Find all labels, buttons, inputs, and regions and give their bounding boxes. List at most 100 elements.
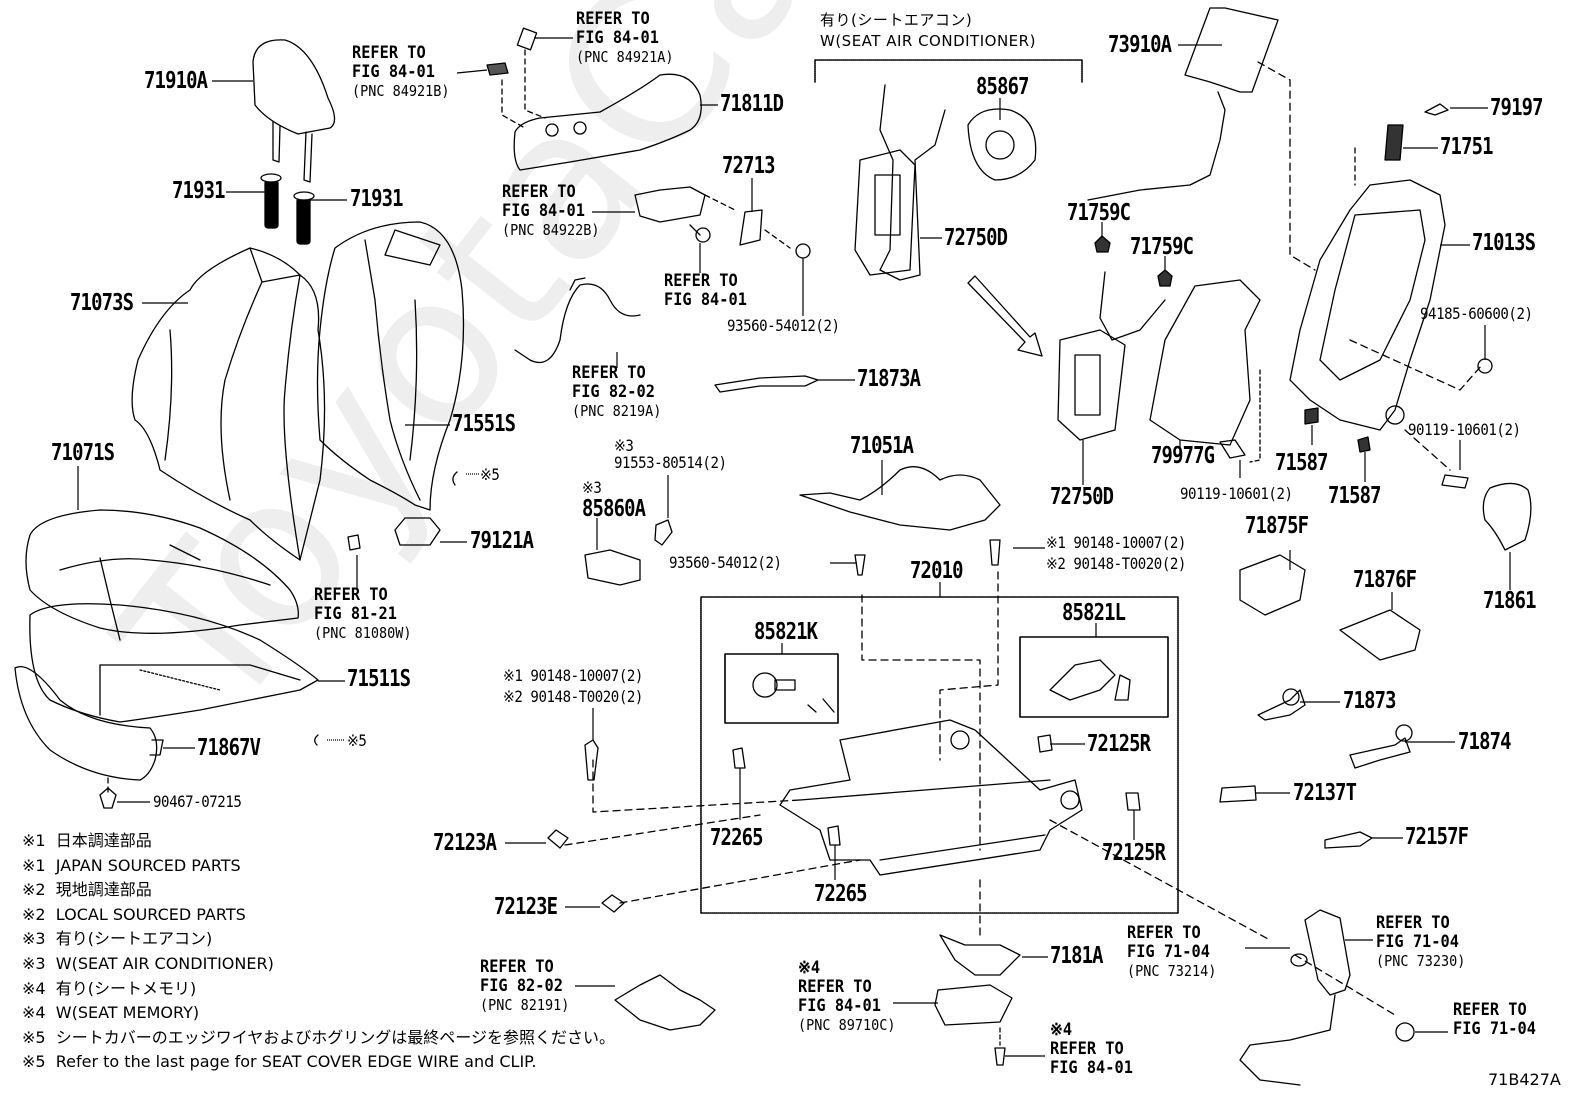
part-label-79197: 79197 <box>1490 95 1544 121</box>
wire-drawing <box>799 466 1001 531</box>
legend-mark: ※1 <box>22 831 46 850</box>
motor-l-drawing <box>1049 659 1131 701</box>
legend-text: W(SEAT MEMORY) <box>55 1003 200 1023</box>
refer-line: FIG 84-01 <box>502 201 585 221</box>
pad-drawing <box>394 517 441 546</box>
part-label-85821k: 85821K <box>754 619 818 645</box>
legend-text: シートカバーのエッジワイヤおよびホグリングは最終ページを参照ください。 <box>55 1027 615 1047</box>
part-label-93560-upper: 93560-54012(2) <box>727 316 840 335</box>
legend-row: ※5 シートカバーのエッジワイヤおよびホグリングは最終ページを参照ください。 <box>22 1026 615 1051</box>
refer-84-01-screw: REFER TO FIG 84-01 <box>664 272 747 310</box>
refer-line: FIG 71-04 <box>1453 1019 1536 1039</box>
refer-line: FIG 82-02 <box>480 976 563 996</box>
ac-unit-drawing <box>584 549 641 586</box>
legend-row: ※1 日本調達部品 <box>22 829 615 854</box>
cover-71876f-drawing <box>1339 609 1421 661</box>
refer-pnc: (PNC 81080W) <box>314 624 412 642</box>
refer-mark: ※4 <box>1050 1020 1073 1040</box>
refer-line: REFER TO <box>502 182 576 202</box>
part-label-72157f: 72157F <box>1405 824 1469 850</box>
mark-3-85860a: ※3 <box>582 478 602 497</box>
legend-text: W(SEAT AIR CONDITIONER) <box>55 953 274 973</box>
part-label-72137t: 72137T <box>1293 780 1357 806</box>
refer-line: REFER TO <box>480 957 554 977</box>
legend-mark: ※2 <box>22 904 46 924</box>
legend-mark: ※3 <box>22 929 46 949</box>
refer-84921b: REFER TO FIG 84-01 (PNC 84921B) <box>352 44 450 101</box>
harness-82191-drawing <box>614 974 716 1031</box>
refer-line: REFER TO <box>664 271 738 291</box>
shield-drawing <box>513 73 702 171</box>
part-label-94185: 94185-60600(2) <box>1420 304 1533 323</box>
refer-line: REFER TO <box>572 363 646 383</box>
part-label-72125r-b: 72125R <box>1102 840 1166 866</box>
cover-71873-drawing <box>1257 689 1306 721</box>
refer-84921a: REFER TO FIG 84-01 (PNC 84921A) <box>576 10 674 67</box>
part-label-71811d: 71811D <box>720 91 784 117</box>
refer-pnc: (PNC 73230) <box>1376 952 1466 970</box>
front-cover-drawing <box>14 666 164 781</box>
part-label-90119-right: 90119-10601(2) <box>1408 420 1521 439</box>
refer-73214: REFER TO FIG 71-04 (PNC 73214) <box>1127 924 1216 981</box>
refer-line: REFER TO <box>1127 923 1201 943</box>
legend-mark: ※4 <box>22 1003 46 1023</box>
refer-line: FIG 84-01 <box>664 290 747 310</box>
refer-71-04-nut: REFER TO FIG 71-04 <box>1453 1001 1536 1039</box>
part-label-79977g: 79977G <box>1151 443 1215 469</box>
cover-71874-drawing <box>1349 737 1411 769</box>
refer-line: FIG 84-01 <box>576 28 659 48</box>
part-label-7181a: 7181A <box>1050 943 1104 969</box>
cover-72137t-drawing <box>1219 785 1257 803</box>
legend-mark: ※5 <box>22 1052 46 1072</box>
refer-pnc: (PNC 84921A) <box>576 48 674 66</box>
refer-pnc: (PNC 84922B) <box>502 221 600 239</box>
part-label-91553: 91553-80514(2) <box>614 453 727 472</box>
switch-knob-drawing <box>516 27 538 51</box>
board-drawing <box>1149 279 1261 446</box>
mark-5-upper: ※5 <box>480 465 500 484</box>
legend-text: 日本調達部品 <box>55 831 152 850</box>
refer-line: FIG 84-01 <box>352 62 435 82</box>
refer-84-01-bottom: ※4 REFER TO FIG 84-01 <box>1050 1021 1133 1078</box>
part-label-71931-left: 71931 <box>172 178 226 204</box>
legend-mark: ※3 <box>22 953 46 973</box>
cushion-pad-drawing <box>29 603 319 723</box>
footnote-legend: ※1 日本調達部品 ※1 JAPAN SOURCED PARTS ※2 現地調達… <box>22 829 615 1075</box>
part-label-71051a: 71051A <box>850 433 914 459</box>
legend-text: 有り(シートエアコン) <box>55 929 213 949</box>
mark-5-lower: ※5 <box>347 731 367 750</box>
seat-ac-header-jp: 有り(シートエアコン) <box>820 11 973 29</box>
part-label-85860a: 85860A <box>582 496 646 522</box>
seatback-pad-drawing <box>316 221 465 511</box>
part-label-90119-mid: 90119-10601(2) <box>1180 484 1293 503</box>
refer-line: REFER TO <box>1453 1000 1527 1020</box>
refer-line: REFER TO <box>1050 1039 1124 1059</box>
refer-pnc: (PNC 8219A) <box>572 402 662 420</box>
bolt-label-upper-1: ※1 90148-10007(2) <box>1046 533 1186 552</box>
bolt-label-left-2: ※2 90148-T0020(2) <box>503 687 643 706</box>
legend-mark: ※2 <box>22 880 46 900</box>
blower-drawing <box>967 108 1037 181</box>
refer-line: FIG 84-01 <box>1050 1058 1133 1078</box>
legend-mark: ※5 <box>22 1027 46 1047</box>
motor-l-box <box>1019 636 1169 718</box>
legend-text: JAPAN SOURCED PARTS <box>55 855 241 875</box>
part-label-71873a: 71873A <box>857 366 921 392</box>
part-label-71071s: 71071S <box>51 440 115 466</box>
refer-82191: REFER TO FIG 82-02 (PNC 82191) <box>480 958 569 1015</box>
refer-line: REFER TO <box>352 43 426 63</box>
seatbelt-buckle-drawing <box>1304 909 1351 996</box>
part-label-72265-b: 72265 <box>814 881 868 907</box>
part-label-71874: 71874 <box>1458 729 1512 755</box>
refer-pnc: (PNC 73214) <box>1127 962 1217 980</box>
seat-adjuster-drawing <box>779 719 1083 876</box>
legend-mark: ※1 <box>22 855 46 875</box>
airbag-drawing <box>1087 7 1279 201</box>
bolt-label-left-1: ※1 90148-10007(2) <box>503 666 643 685</box>
seatback-cover-drawing <box>131 247 326 561</box>
cushion-cover-drawing <box>25 509 299 641</box>
part-label-71861: 71861 <box>1483 588 1537 614</box>
part-label-71587-a: 71587 <box>1275 450 1329 476</box>
legend-text: 現地調達部品 <box>55 880 152 900</box>
